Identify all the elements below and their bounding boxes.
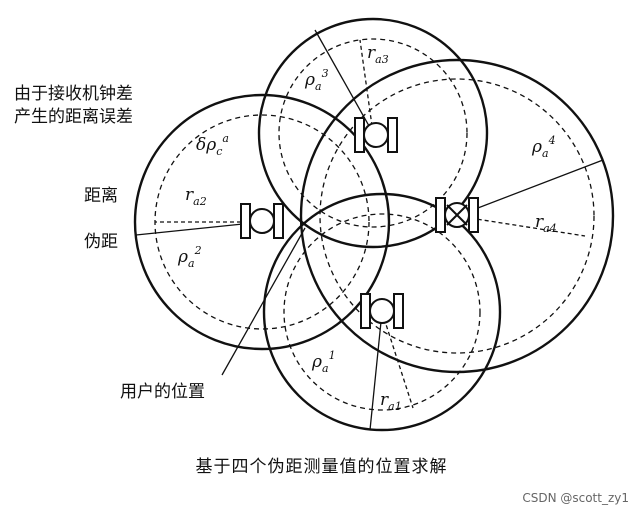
range-label: 距离 xyxy=(84,186,118,206)
rho-3-symbol: ρa3 xyxy=(304,67,329,93)
radius-line-a3 xyxy=(359,39,374,134)
figure-caption: 基于四个伪距测量值的位置求解 xyxy=(195,457,448,477)
pseudorange-circle-1 xyxy=(262,192,502,432)
source-credit: CSDN @scott_zy1 xyxy=(522,491,629,505)
r-a3-symbol: ra3 xyxy=(367,43,389,66)
radius-line-a1 xyxy=(381,311,414,409)
r-a4-symbol: ra4 xyxy=(535,212,557,235)
user-position-label: 用户的位置 xyxy=(120,382,205,402)
range-circle-4 xyxy=(319,78,595,354)
pseudorange-circle-3 xyxy=(257,17,489,249)
clock-error-label-line1: 由于接收机钟差 xyxy=(14,84,133,104)
range-circle-3 xyxy=(278,38,468,228)
satellite-icon-3 xyxy=(354,117,398,153)
rho-2-symbol: ρa2 xyxy=(177,244,202,270)
range-circle-1 xyxy=(283,213,481,411)
user-position-pointer xyxy=(221,227,306,376)
r-a1-symbol: ra1 xyxy=(380,390,402,413)
satellite-icon-4 xyxy=(435,197,479,233)
pseudorange-label: 伪距 xyxy=(84,232,118,252)
pseudorange-circle-2 xyxy=(133,93,391,351)
clock-error-label-line2: 产生的距离误差 xyxy=(14,107,133,127)
pseudorange-line-1 xyxy=(369,311,383,431)
rho-1-symbol: ρa1 xyxy=(311,349,336,375)
pseudorange-line-4 xyxy=(456,159,604,217)
r-a2-symbol: ra2 xyxy=(185,185,207,208)
satellite-icon-2 xyxy=(240,203,284,239)
satellite-icon-1 xyxy=(360,293,404,329)
delta-rho-symbol: δρca xyxy=(196,132,229,158)
pseudorange-line-3 xyxy=(314,29,374,134)
pseudorange-circle-4 xyxy=(299,58,615,374)
rho-4-symbol: ρa4 xyxy=(531,134,556,160)
